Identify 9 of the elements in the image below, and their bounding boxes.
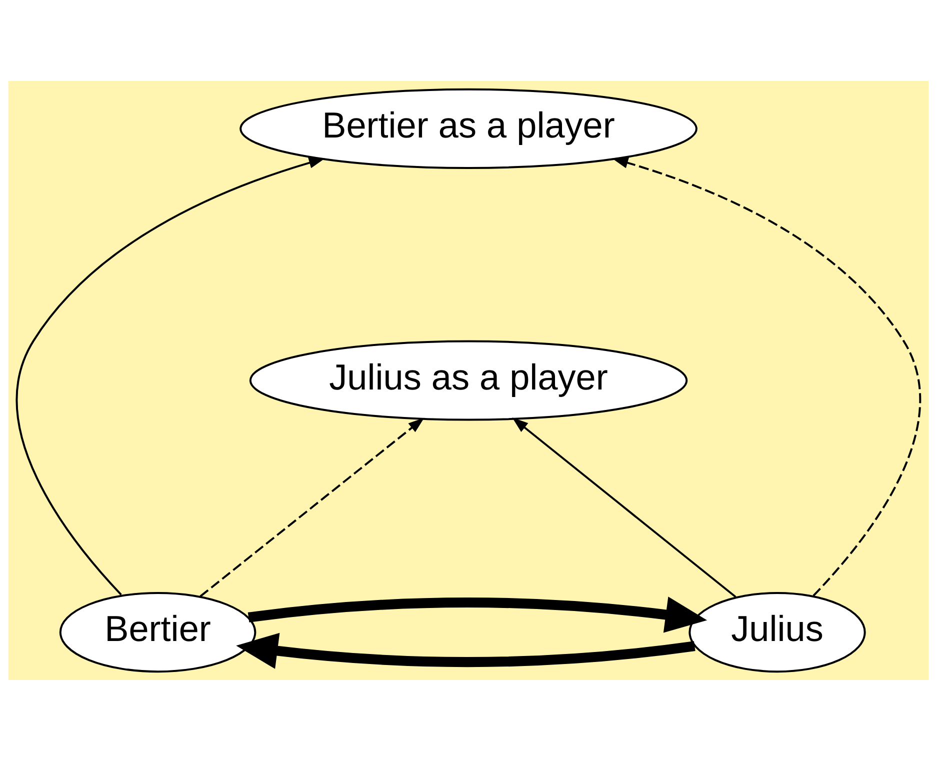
arrow (16, 156, 326, 595)
node-ellipse: Julius (688, 592, 866, 672)
node-ellipse: Bertier (59, 592, 256, 672)
arrow (612, 156, 921, 596)
arrow (248, 596, 708, 632)
arrow (512, 417, 736, 598)
arrow (200, 417, 424, 597)
arrow (236, 632, 696, 668)
node-ellipse: Julius as a player (249, 340, 688, 420)
